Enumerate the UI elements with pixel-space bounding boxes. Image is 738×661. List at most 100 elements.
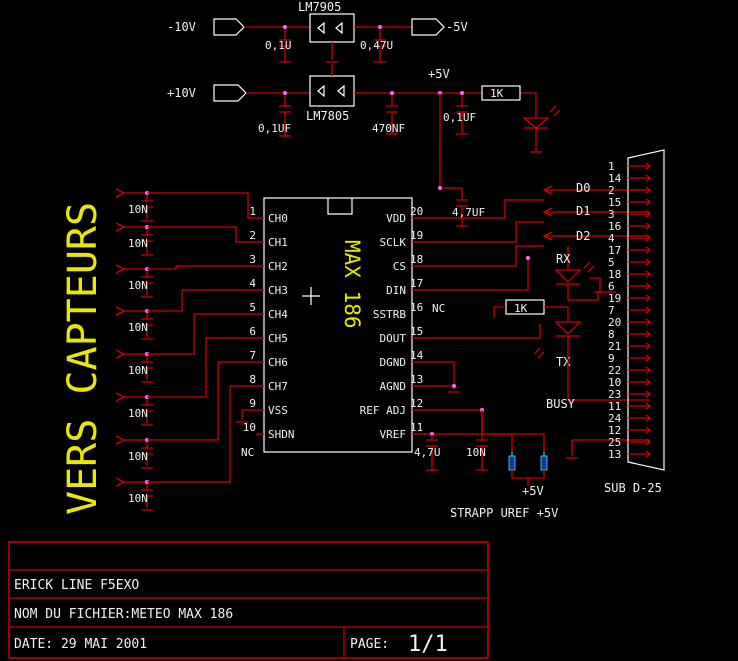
strap-plus5-label: +5V <box>522 484 544 498</box>
connector-pin-number: 14 <box>608 172 622 185</box>
neg-cap-out-label: 0,47U <box>360 39 393 52</box>
connector-pin-line <box>628 402 652 410</box>
pin-number: 5 <box>249 301 256 314</box>
rx-label: RX <box>556 252 571 266</box>
positive-regulator-section: +10V LM7805 +5V 1K 0,1UF 470NF 0,1UF 4,7… <box>167 64 561 227</box>
pin-number: 13 <box>410 373 423 386</box>
pin-number: 14 <box>410 349 424 362</box>
input-cap-label: 10N <box>128 492 148 505</box>
connector-pin-line <box>628 450 652 458</box>
chip-center-mark <box>302 287 320 305</box>
connector-pin-line <box>628 438 652 446</box>
connector-pin-line <box>628 294 652 302</box>
sensor-input-arrow <box>115 222 147 232</box>
pin-number: 17 <box>410 277 423 290</box>
connector-pin-number: 8 <box>608 328 615 341</box>
pin-number: 20 <box>410 205 423 218</box>
title-block: ERICK LINE F5EXO NOM DU FICHIER:METEO MA… <box>8 541 489 659</box>
input-capacitor <box>141 193 153 222</box>
pin-number: 15 <box>410 325 423 338</box>
neg-cap-in-label: 0,1U <box>265 39 292 52</box>
d0-label: D0 <box>576 181 590 195</box>
led-resistor <box>481 85 521 101</box>
connector-pin-number: 21 <box>608 340 621 353</box>
connector-pin-line <box>628 318 652 326</box>
pin-name: VDD <box>386 212 406 225</box>
date-text: DATE: 29 MAI 2001 <box>14 637 147 652</box>
connector-pin-number: 16 <box>608 220 621 233</box>
connector-pin-number: 20 <box>608 316 621 329</box>
nc-right-label: NC <box>432 302 445 315</box>
input-capacitor <box>141 482 153 511</box>
connector-pin-line <box>628 258 652 266</box>
connector-pin-number: 12 <box>608 424 621 437</box>
lm7905-label: LM7905 <box>298 0 341 14</box>
connector-pin-line <box>628 270 652 278</box>
connector-pin-line <box>628 366 652 374</box>
connector-pin-number: 18 <box>608 268 621 281</box>
connector-pin-number: 19 <box>608 292 621 305</box>
sensor-input-arrow <box>115 306 147 316</box>
connector-pin-number: 5 <box>608 256 615 269</box>
lm7805-label: LM7805 <box>306 109 349 123</box>
pin-name: DGND <box>380 356 407 369</box>
pin-name: DOUT <box>380 332 407 345</box>
pin-name: CH0 <box>268 212 288 225</box>
input-cap-label: 10N <box>128 279 148 292</box>
vdd-cap-label: 4,7UF <box>452 206 485 219</box>
connector-pin-line <box>628 306 652 314</box>
connector-pin-number: 17 <box>608 244 621 257</box>
connector-pin-number: 6 <box>608 280 615 293</box>
d2-label: D2 <box>576 229 590 243</box>
connector-pin-number: 3 <box>608 208 615 221</box>
chip-body <box>263 197 413 453</box>
pin-number: 12 <box>410 397 423 410</box>
pin-number: 9 <box>249 397 256 410</box>
pos-input-port <box>213 84 247 102</box>
sensor-input-arrow <box>115 264 147 274</box>
strap-jumpers <box>511 452 545 470</box>
connector-pin-number: 23 <box>608 388 621 401</box>
strap-label: STRAPP UREF +5V <box>450 506 558 520</box>
pin-number: 4 <box>249 277 256 290</box>
pin-number: 6 <box>249 325 256 338</box>
nc-left-label: NC <box>241 446 254 459</box>
input-cap-label: 10N <box>128 237 148 250</box>
d1-label: D1 <box>576 204 590 218</box>
input-cap-label: 10N <box>128 203 148 216</box>
pin-name: SSTRB <box>373 308 406 321</box>
sensor-input-arrow <box>115 435 147 445</box>
pin-name: SHDN <box>268 428 295 441</box>
pos-cap-in-label: 0,1UF <box>258 122 291 135</box>
dout-resistor-label: 1K <box>514 302 528 315</box>
max186-chip: MAX 186 1CH02CH13CH24CH35CH46CH57CH68CH7… <box>241 197 445 459</box>
connector-label: SUB D-25 <box>604 481 662 495</box>
pin-name: CH1 <box>268 236 288 249</box>
filename-text: NOM DU FICHIER:METEO MAX 186 <box>14 607 233 622</box>
chip-notch <box>327 198 353 215</box>
input-cap-label: 10N <box>128 450 148 463</box>
input-capacitor <box>141 311 153 340</box>
db25-shell <box>627 149 665 471</box>
connector-pin-line <box>628 222 652 230</box>
connector-pin-number: 9 <box>608 352 615 365</box>
pos-input-label: +10V <box>167 86 196 100</box>
db25-connector: 1142153164175186197208219221023112412251… <box>604 149 665 495</box>
pin-number: 10 <box>243 421 256 434</box>
input-cap-label: 10N <box>128 321 148 334</box>
input-capacitor <box>141 440 153 469</box>
pin-number: 1 <box>249 205 256 218</box>
author-text: ERICK LINE F5EXO <box>14 578 139 593</box>
digital-routing: D0 D1 D2 RX 1K TX BUSY 10N 4,7U <box>412 181 650 520</box>
connector-pin-line <box>628 234 652 242</box>
pin-name: CH4 <box>268 308 288 321</box>
pin-name: SCLK <box>380 236 407 249</box>
chip-name: MAX 186 <box>340 240 364 329</box>
connector-pin-line <box>628 198 652 206</box>
connector-pin-line <box>628 186 652 194</box>
sensor-input-arrow <box>115 349 147 359</box>
lm7805-box <box>309 75 355 107</box>
pin-name: CH7 <box>268 380 288 393</box>
vref-cap2-label: 10N <box>466 446 486 459</box>
